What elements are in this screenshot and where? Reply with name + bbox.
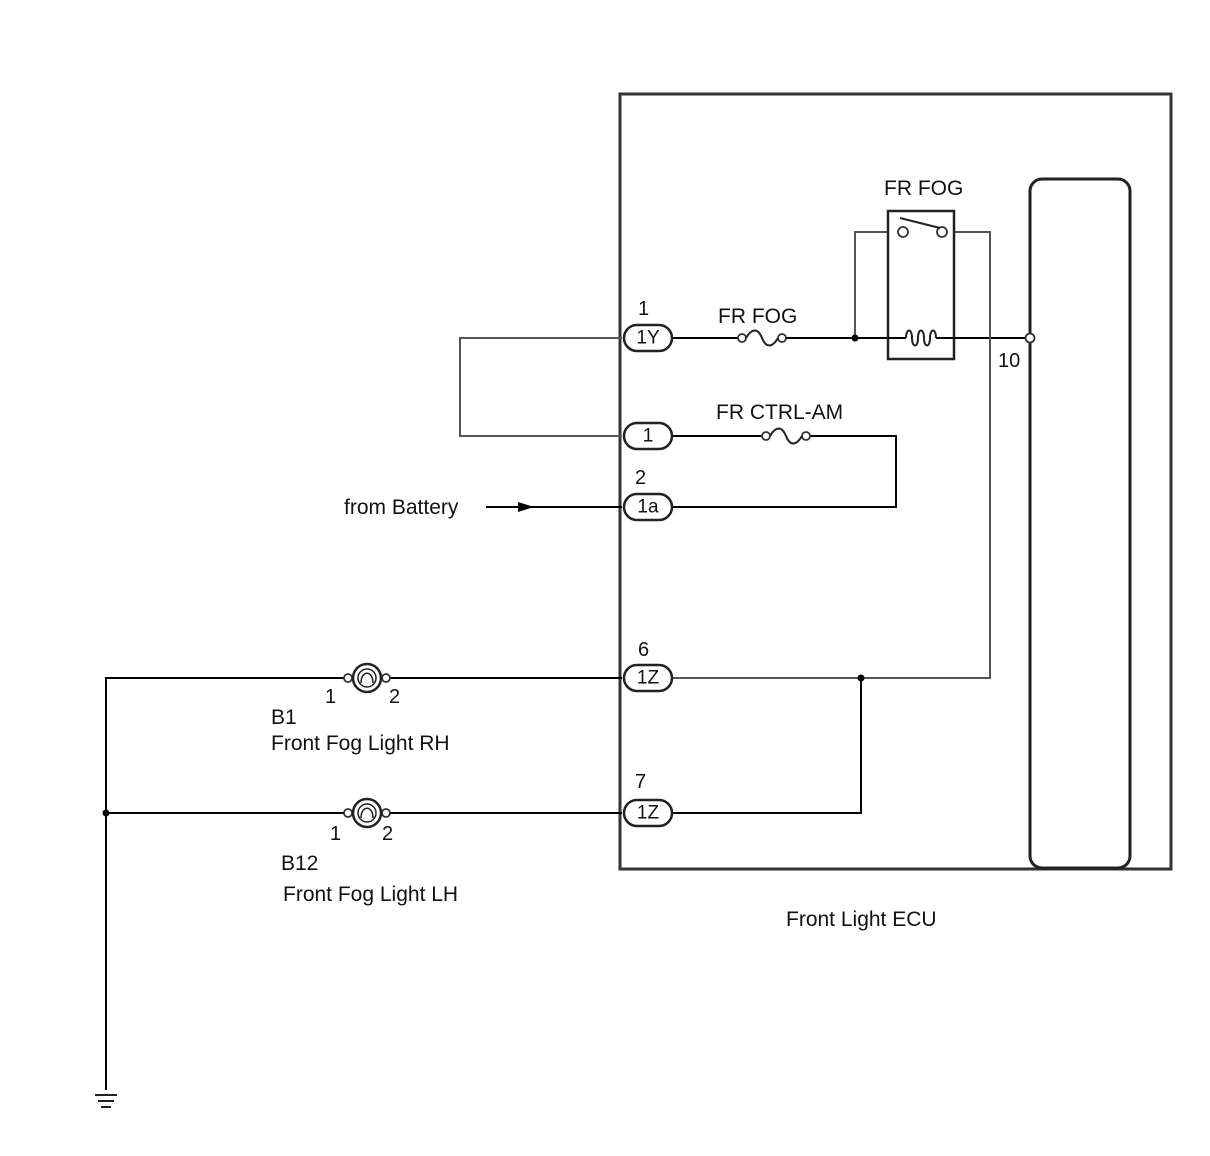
fog-lamp-lh-icon (343, 797, 391, 829)
connector-1: 1 (622, 421, 674, 451)
junction-node (851, 334, 859, 342)
ecu-internal-block (1028, 177, 1132, 870)
connector-1y-code: 1Y (636, 328, 660, 349)
lamp-lh-pin-right: 2 (382, 823, 393, 845)
fuse-fr-fog-label: FR FOG (718, 305, 797, 328)
ground-icon (95, 1094, 117, 1108)
connector-1z-6-code: 1Z (637, 668, 660, 689)
fuse-fr-ctrl-am-icon (761, 427, 811, 445)
connector-1z-7-code: 1Z (637, 803, 660, 824)
lamp-rh-name: Front Fog Light RH (271, 732, 450, 755)
junction-node (102, 809, 110, 817)
connector-1z-7: 1Z (622, 798, 674, 828)
relay-terminal-label: 10 (998, 350, 1020, 372)
fuse-fr-ctrl-am-label: FR CTRL-AM (716, 401, 843, 424)
fuse-fr-fog-icon (737, 329, 787, 347)
lamp-lh-name: Front Fog Light LH (283, 883, 458, 906)
terminal-10-node (1024, 332, 1036, 344)
ecu-label: Front Light ECU (786, 908, 937, 931)
connector-1y-pin: 1 (638, 298, 649, 320)
battery-arrow-icon (518, 502, 534, 512)
relay-label: FR FOG (884, 177, 963, 200)
lamp-lh-pin-left: 1 (330, 823, 341, 845)
fog-lamp-rh-icon (343, 662, 391, 694)
relay-fr-fog-icon (886, 209, 956, 361)
battery-label: from Battery (344, 496, 459, 519)
connector-1a: 1a (622, 492, 674, 522)
lamp-rh-code: B1 (271, 706, 297, 729)
connector-1y: 1Y (622, 323, 674, 353)
connector-1z-6: 1Z (622, 663, 674, 693)
connector-1a-pin: 2 (635, 467, 646, 489)
lamp-rh-pin-right: 2 (389, 686, 400, 708)
lamp-lh-code: B12 (281, 852, 318, 875)
connector-1z-6-pin: 6 (638, 639, 649, 661)
lamp-rh-pin-left: 1 (325, 686, 336, 708)
connector-1a-code: 1a (637, 497, 659, 518)
wires (105, 231, 1030, 1090)
junction-node (857, 674, 865, 682)
connector-1-code: 1 (643, 426, 654, 447)
connector-1z-7-pin: 7 (635, 771, 646, 793)
ecu-enclosure (618, 92, 1173, 871)
